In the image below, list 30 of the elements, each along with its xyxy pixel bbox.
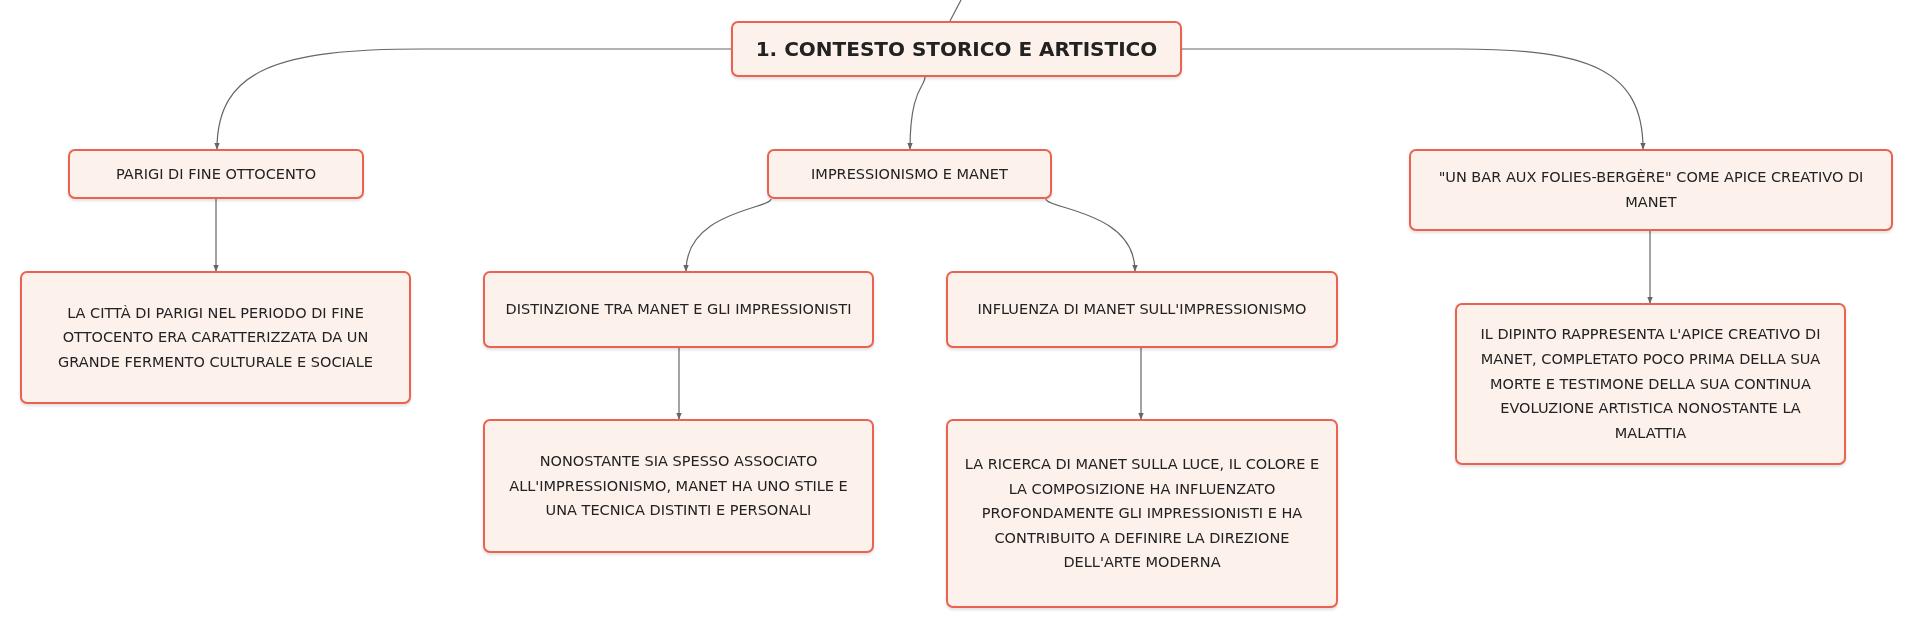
topic-text: DISTINZIONE TRA MANET E GLI IMPRESSIONISTI	[505, 300, 852, 320]
topic-box	[767, 149, 1052, 199]
connector-line	[949, 0, 962, 22]
topic-text: PARIGI DI FINE OTTOCENTO	[115, 164, 317, 184]
topic-box	[946, 271, 1338, 348]
topic-box	[1455, 303, 1846, 465]
topic-text: NONOSTANTE SIA SPESSO ASSOCIATO ALL'IMPRESSIONISMO, MANET HA UNO STILE E UNA TECNICA DISTINTI E PERSONALI	[508, 452, 849, 521]
topic-box	[483, 419, 874, 553]
topic-box	[1409, 149, 1893, 231]
arrow	[1647, 230, 1653, 304]
arrow	[907, 76, 926, 150]
arrow	[214, 48, 732, 150]
topic-title: 1. CONTESTO STORICO E ARTISTICO	[755, 36, 1158, 63]
arrow	[1138, 347, 1144, 420]
topic-box	[483, 271, 874, 348]
topic-text: INFLUENZA DI MANET SULL'IMPRESSIONISMO	[977, 300, 1307, 320]
topic-text: LA RICERCA DI MANET SULLA LUCE, IL COLORE E LA COMPOSIZIONE HA INFLUENZATO PROFONDAMENTE GLI IMPRESSIONISTI E HA CONTRIBUITO A DEFINIRE LA DIREZIONE DELL'ARTE MODERNA	[963, 454, 1321, 573]
topic-box	[20, 271, 411, 404]
topic-text: IL DIPINTO RAPPRESENTA L'APICE CREATIVO DI MANET, COMPLETATO POCO PRIMA DELLA SUA MORTE E TESTIMONE DELLA SUA CONTINUA EVOLUZIONE ARTISTICA NONOSTANTE LA MALATTIA	[1479, 325, 1822, 443]
topic-text: IMPRESSIONISMO E MANET	[811, 164, 1008, 184]
arrow	[1181, 48, 1646, 150]
topic-text: "UN BAR AUX FOLIES-BERGÈRE" COME APICE CREATIVO DI MANET	[1437, 168, 1865, 212]
arrow	[213, 198, 219, 272]
arrow	[683, 198, 772, 272]
arrow	[1045, 198, 1138, 272]
topic-box	[946, 419, 1338, 608]
root-topic-box	[731, 21, 1182, 77]
arrow	[676, 347, 682, 420]
topic-text: LA CITTÀ DI PARIGI NEL PERIODO DI FINE OTTOCENTO ERA CARATTERIZZATA DA UN GRANDE FERMENTO CULTURALE E SOCIALE	[57, 303, 374, 372]
topic-box	[68, 149, 364, 199]
